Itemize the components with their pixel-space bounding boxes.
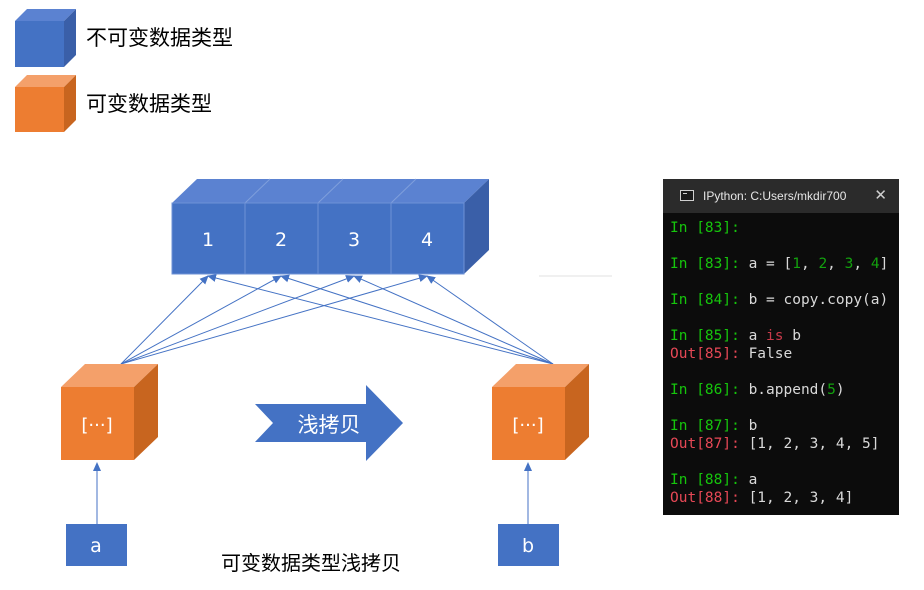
list-cell-3 [317, 202, 392, 275]
terminal-line: In [83]: [670, 219, 888, 237]
code-text: b [783, 328, 801, 344]
terminal-line: In [87]: b [670, 417, 888, 435]
output-prompt: Out[87]: [670, 436, 740, 452]
container-a-label: [···] [81, 415, 112, 436]
code-text: a [739, 328, 767, 344]
code-text: b = copy.copy(a) [739, 292, 889, 308]
terminal-line: Out[87]: [1, 2, 3, 4, 5] [670, 435, 888, 453]
terminal-line: In [88]: a [670, 471, 888, 489]
code-text: 5 [827, 382, 836, 398]
legend-immutable-cube-icon [15, 9, 76, 67]
terminal-line: In [86]: b.append(5) [670, 381, 888, 399]
shallow-copy-arrow: 浅拷贝 [255, 385, 403, 461]
var-b-box [498, 524, 559, 566]
code-text: is [766, 328, 784, 344]
var-a-label: a [90, 535, 102, 557]
terminal-line [670, 237, 888, 255]
terminal-line [670, 363, 888, 381]
output-prompt: Out[88]: [670, 490, 740, 506]
list-cells: 1 2 3 4 [171, 178, 489, 275]
legend-immutable-label: 不可变数据类型 [86, 26, 233, 50]
list-cell-3-label: 3 [348, 229, 360, 251]
code-text: 1 [792, 256, 801, 272]
terminal-line: In [83]: a = [1, 2, 3, 4] [670, 255, 888, 273]
code-text: b [739, 418, 758, 434]
terminal-titlebar: IPython: C:Users/mkdir700 ✕ [663, 179, 899, 213]
code-text: 3 [844, 256, 854, 272]
code-text: , [853, 256, 871, 272]
terminal-line [670, 273, 888, 291]
code-text: 2 [818, 256, 828, 272]
close-icon[interactable]: ✕ [874, 186, 887, 204]
reference-arrows [120, 274, 554, 365]
code-text: a = [ [739, 256, 793, 272]
list-cell-2-label: 2 [275, 229, 287, 251]
code-text: ] [879, 256, 889, 272]
input-prompt: In [86]: [670, 382, 740, 398]
terminal-line: In [85]: a is b [670, 327, 888, 345]
ipython-terminal: IPython: C:Users/mkdir700 ✕ In [83]:In [… [663, 179, 899, 515]
list-cell-1 [171, 202, 246, 275]
code-text: [1, 2, 3, 4] [739, 490, 854, 506]
code-text: b.append( [739, 382, 828, 398]
var-a-box [66, 524, 127, 566]
terminal-line: Out[85]: False [670, 345, 888, 363]
legend-mutable-label: 可变数据类型 [86, 92, 212, 116]
code-text: 4 [870, 256, 880, 272]
terminal-line: Out[88]: [1, 2, 3, 4] [670, 489, 888, 507]
input-prompt: In [83]: [670, 256, 740, 272]
var-b-label: b [522, 535, 534, 557]
container-a-cube: [···] [61, 364, 158, 460]
output-prompt: Out[85]: [670, 346, 740, 362]
container-b-label: [···] [512, 415, 543, 436]
input-prompt: In [83]: [670, 220, 740, 236]
input-prompt: In [84]: [670, 292, 740, 308]
input-prompt: In [87]: [670, 418, 740, 434]
terminal-line: In [84]: b = copy.copy(a) [670, 291, 888, 309]
code-text: a [739, 472, 758, 488]
terminal-title: IPython: C:Users/mkdir700 [703, 189, 847, 203]
list-cell-1-label: 1 [202, 229, 214, 251]
list-cell-4 [390, 202, 465, 275]
container-b-cube: [···] [492, 364, 589, 460]
list-cell-4-label: 4 [421, 229, 433, 251]
shallow-copy-arrow-label: 浅拷贝 [298, 413, 361, 437]
terminal-output[interactable]: In [83]:In [83]: a = [1, 2, 3, 4]In [84]… [670, 219, 888, 507]
list-cell-2 [244, 202, 319, 275]
terminal-line [670, 309, 888, 327]
input-prompt: In [88]: [670, 472, 740, 488]
legend-mutable-cube-icon [15, 75, 76, 132]
code-text: False [739, 346, 793, 362]
code-text: ) [835, 382, 845, 398]
code-text: , [827, 256, 845, 272]
input-prompt: In [85]: [670, 328, 740, 344]
code-text: [1, 2, 3, 4, 5] [739, 436, 880, 452]
terminal-line [670, 399, 888, 417]
terminal-icon [680, 190, 694, 201]
code-text: , [800, 256, 819, 272]
diagram-caption: 可变数据类型浅拷贝 [221, 551, 401, 575]
terminal-line [670, 453, 888, 471]
